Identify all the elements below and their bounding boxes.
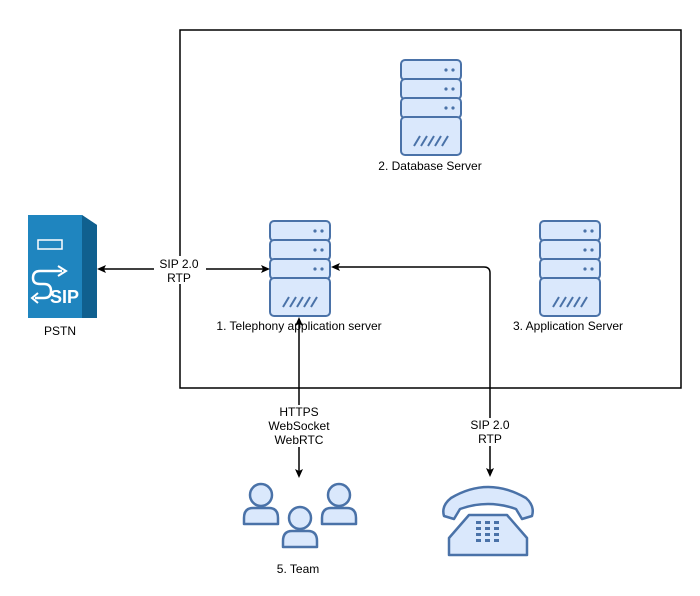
database-server-icon [400, 59, 462, 156]
pstn-label: PSTN [44, 324, 76, 338]
team-link-protocol-3: WebRTC [275, 433, 324, 447]
application-server-label: 3. Application Server [513, 319, 623, 333]
server-boundary-box [179, 29, 682, 389]
phone-link-protocol-1: SIP 2.0 [470, 418, 509, 432]
team-label: 5. Team [277, 562, 319, 576]
pstn-link-protocol-2: RTP [167, 271, 191, 285]
phone-link-protocol-2: RTP [478, 432, 502, 446]
telephony-team-connector [295, 317, 303, 478]
pstn-icon-text: SIP [50, 287, 79, 307]
telephony-server-label: 1. Telephony application server [216, 319, 381, 333]
application-server-icon [539, 220, 601, 317]
telephony-phone-connector [331, 263, 494, 477]
pstn-icon: SIP [28, 215, 97, 318]
pstn-link-protocol-1: SIP 2.0 [159, 257, 198, 271]
telephone-icon [442, 485, 534, 557]
telephony-server-icon [269, 220, 331, 317]
team-link-protocol-2: WebSocket [268, 419, 330, 433]
database-server-label: 2. Database Server [378, 159, 481, 173]
team-link-protocol-1: HTTPS [279, 405, 318, 419]
team-icon [242, 482, 358, 550]
